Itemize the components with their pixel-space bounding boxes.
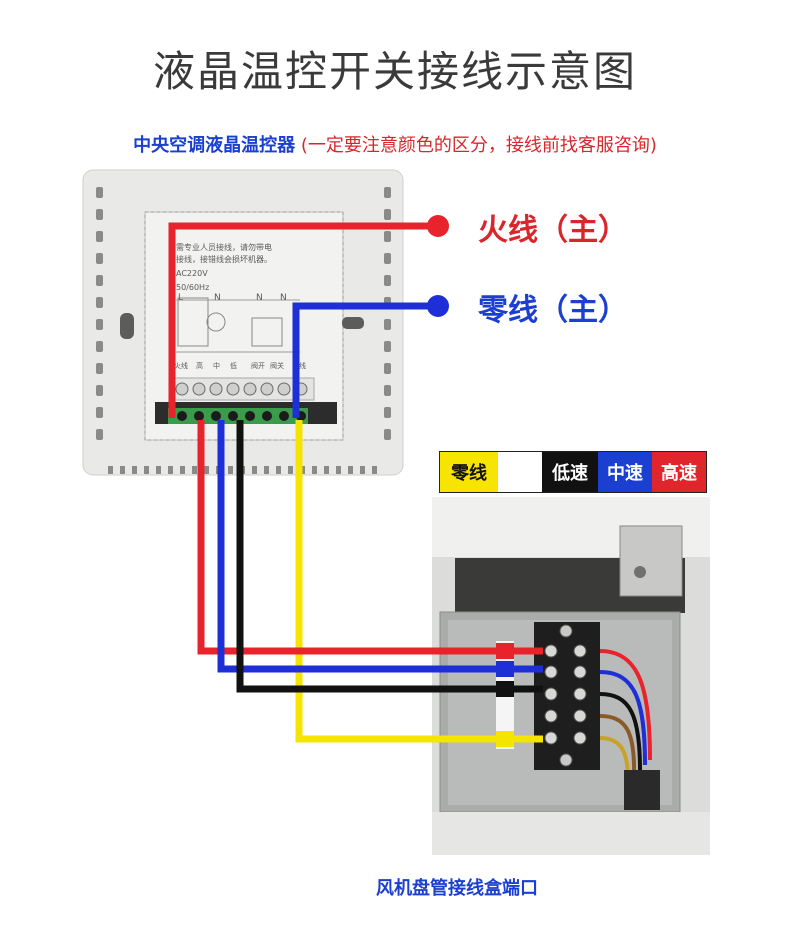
fire-terminal-dot [427, 215, 449, 237]
thermostat-plate [82, 169, 404, 476]
fan-box-caption: 风机盘管接线盒端口 [376, 878, 538, 899]
terminal-label-low: 低 [230, 361, 237, 370]
neutral-main-wire [292, 302, 437, 418]
panel-warning-2: 接线，接错线会损坏机器。 [176, 254, 272, 264]
terminal-label-valve-close: 阀关 [270, 361, 284, 370]
panel-frequency: 50/60Hz [176, 283, 209, 292]
wire-color-legend: 零线 低速 中速 高速 [439, 451, 707, 493]
terminal-letter-l: L [178, 293, 183, 303]
legend-neutral: 零线 [440, 452, 498, 492]
legend-blank [498, 452, 542, 492]
legend-low-speed: 低速 [542, 452, 598, 492]
mid-speed-wire [217, 420, 543, 673]
neutral-line-label: 零线（主） [478, 293, 628, 328]
subtitle-device: 中央空调液晶温控器 [133, 135, 296, 156]
panel-warning-1: 需专业人员接线，请勿带电 [176, 242, 272, 252]
terminal-label-fire: 火线 [174, 361, 188, 370]
neutral-terminal-dot [427, 295, 449, 317]
high-speed-wire [197, 420, 543, 655]
fire-main-wire [168, 222, 437, 418]
neutral-fan-wire [295, 420, 543, 743]
subtitle-note: (一定要注意颜色的区分，接线前找客服咨询) [300, 135, 657, 156]
panel-voltage: AC220V [176, 269, 208, 278]
subtitle: 中央空调液晶温控器 (一定要注意颜色的区分，接线前找客服咨询) [0, 131, 790, 157]
legend-mid-speed: 中速 [598, 452, 652, 492]
legend-high-speed: 高速 [652, 452, 706, 492]
page-title: 液晶温控开关接线示意图 [152, 47, 637, 96]
terminal-label-valve-open: 阀开 [251, 361, 265, 370]
low-speed-wire [236, 420, 543, 693]
terminal-label-high: 高 [196, 361, 203, 370]
terminal-letter-n2: N [256, 293, 263, 303]
terminal-letter-n3: N [280, 293, 287, 303]
fire-line-label: 火线（主） [478, 213, 628, 248]
terminal-label-mid: 中 [213, 361, 220, 370]
fan-coil-junction-box [432, 497, 710, 855]
terminal-letter-n1: N [214, 293, 221, 303]
